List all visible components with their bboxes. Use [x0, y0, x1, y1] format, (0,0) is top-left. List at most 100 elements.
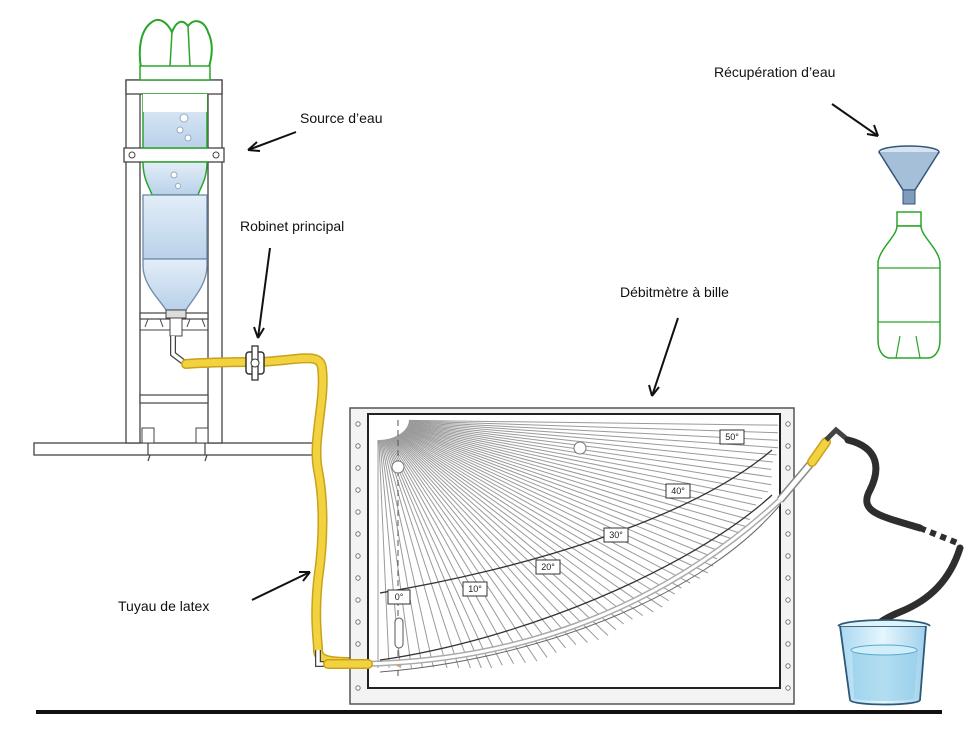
board-screw [785, 575, 791, 581]
flowmeter-tube [406, 426, 752, 513]
flowmeter-tube [391, 437, 557, 653]
flowmeter-tube [392, 437, 567, 649]
arrow-main-valve [257, 247, 271, 339]
stand-top-bar [125, 79, 223, 95]
flowmeter-tube [401, 432, 682, 589]
flowmeter-tube [389, 438, 538, 662]
flowmeter-tube [406, 427, 750, 521]
flowmeter-tube [385, 439, 482, 669]
flowmeter-tube [407, 426, 757, 506]
main-valve[interactable] [245, 345, 265, 381]
flowmeter-tube [383, 439, 460, 669]
flowmeter-tube [407, 425, 769, 493]
scale-tick-40: 40° [665, 483, 691, 499]
graduation-arc [379, 449, 773, 594]
board-screw [785, 531, 791, 537]
flowmeter-tube [388, 438, 515, 664]
flowmeter-tube [401, 432, 691, 584]
bottle-base [138, 18, 213, 72]
label-water-recovery: Récupération d’eau [714, 64, 836, 80]
flowmeter-tube [408, 423, 772, 478]
flowmeter-tube [405, 428, 737, 541]
scale-tick-20: 20° [535, 559, 561, 575]
stand-clamp-bar [123, 147, 225, 163]
label-latex-tube: Tuyau de latex [118, 598, 210, 614]
flowmeter-tube [402, 431, 700, 579]
board-screw [785, 597, 791, 603]
label-ball-flowmeter: Débitmètre à bille [620, 284, 729, 300]
arrow-water-recovery [831, 103, 879, 137]
flowmeter-tube [398, 434, 644, 617]
flowmeter-tube [394, 436, 599, 641]
flowmeter-tube [406, 427, 748, 528]
flowmeter-tube [382, 439, 448, 669]
stand-platform [33, 442, 321, 456]
scale-tick-50: 50° [719, 429, 745, 445]
collection-beaker [837, 619, 931, 706]
flowmeter-tube [393, 436, 588, 643]
flowmeter-tube [388, 438, 526, 664]
source-bottle [138, 18, 213, 367]
board-screw [785, 663, 791, 669]
ball-flowmeter: 0° 10° 20° 30° 40° 50° [349, 407, 822, 705]
svg-text:10°: 10° [468, 584, 482, 594]
svg-text:20°: 20° [541, 562, 555, 572]
svg-text:40°: 40° [671, 486, 685, 496]
recovery-bottle [877, 211, 941, 359]
flowmeter-tube [381, 439, 434, 668]
scale-tick-0: 0° [387, 589, 411, 605]
flowmeter-tube [403, 430, 718, 560]
board-screw [355, 443, 361, 449]
label-main-valve: Robinet principal [240, 218, 345, 234]
flowmeter-tube [398, 434, 654, 613]
svg-text:0°: 0° [395, 592, 404, 602]
board-screw [785, 443, 791, 449]
board-screw [355, 487, 361, 493]
board-screw [785, 685, 791, 691]
flowmeter-tube [380, 439, 412, 669]
stand-post-right [207, 79, 223, 444]
arrow-flowmeter [651, 317, 679, 397]
flowmeter-tube [408, 422, 773, 463]
flowmeter-tube [400, 433, 675, 595]
board-screw [355, 553, 361, 559]
flowmeter-tube [408, 422, 777, 456]
board-screw [355, 509, 361, 515]
flowmeter-tube [403, 430, 714, 567]
flowmeter-tube [387, 438, 503, 666]
flowmeter-tube [402, 431, 708, 574]
svg-text:50°: 50° [725, 432, 739, 442]
flowmeter-tube [395, 436, 609, 636]
flowmeter-tube [400, 433, 670, 602]
board-screw [355, 575, 361, 581]
flowmeter-tube-fan [377, 419, 779, 680]
label-water-source: Source d’eau [300, 110, 383, 126]
flowmeter-tube [384, 439, 471, 669]
stand-post-left [125, 79, 141, 444]
arrow-water-source [247, 131, 297, 151]
board-screw [355, 685, 361, 691]
board-screw [355, 641, 361, 647]
board-screw [785, 619, 791, 625]
board-screw [355, 619, 361, 625]
board-screw [785, 553, 791, 559]
flowmeter-tube [407, 424, 772, 486]
svg-text:30°: 30° [609, 530, 623, 540]
label-arrows [247, 103, 879, 601]
recovery-funnel [878, 145, 940, 205]
flowmeter-tube [405, 428, 744, 535]
board-screw [355, 597, 361, 603]
flowmeter-tube [408, 420, 779, 434]
board-screw [355, 465, 361, 471]
flowmeter-tube [408, 421, 779, 449]
arrow-latex-tube [251, 571, 311, 601]
flowmeter-tube [378, 439, 390, 669]
board-screw [355, 421, 361, 427]
board-screw [785, 465, 791, 471]
flowmeter-tube [396, 435, 624, 625]
flowmeter-tube [408, 419, 779, 426]
board-screw [355, 531, 361, 537]
scale-tick-10: 10° [462, 581, 488, 597]
flowmeter-tube [404, 429, 729, 547]
